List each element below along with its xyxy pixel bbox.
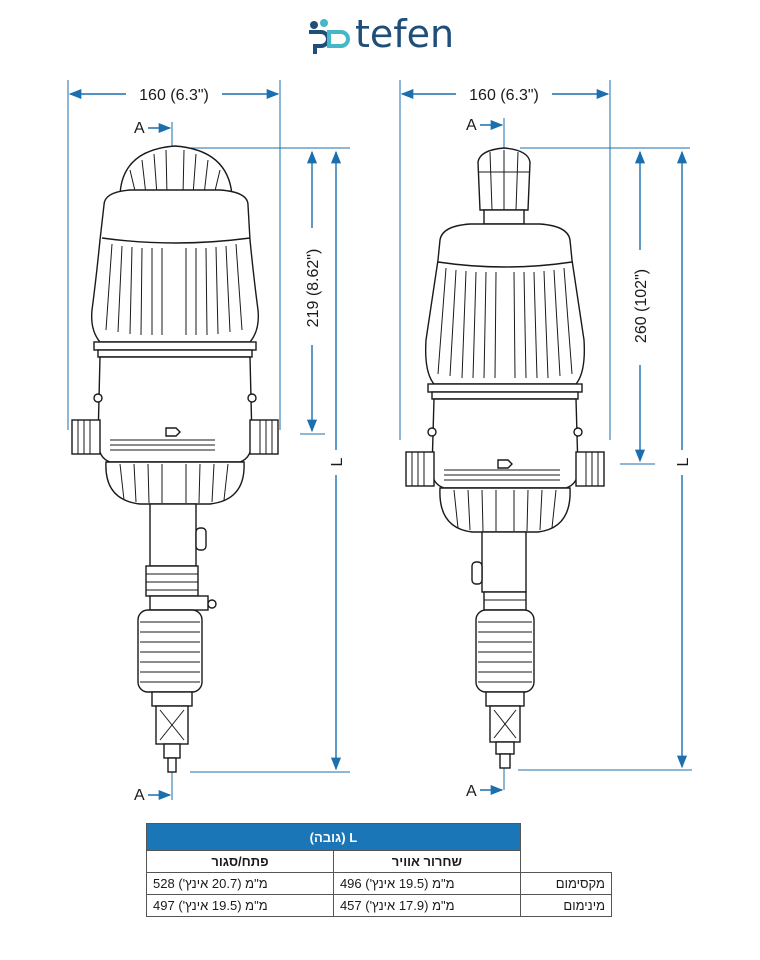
left-section-a-bottom: A [134, 787, 145, 804]
row-label-min: מינימום [519, 894, 613, 917]
right-width-label: 160 (6.3") [469, 87, 539, 104]
column-header-air-release: שחרור אוויר [332, 850, 521, 873]
logo-mark-icon [309, 19, 350, 54]
left-section-a-top: A [134, 120, 145, 137]
table-row: מינימום 457 מ"מ (17.9 אינץ') 497 מ"מ (19… [146, 894, 613, 917]
row-label-max: מקסימום [519, 872, 613, 895]
right-section-a-bottom: A [466, 783, 477, 800]
length-spec-table: L (גובה) שחרור אוויר פתח/סגור מקסימום 49… [146, 823, 613, 917]
right-pump-view: 160 (6.3") A 260 (102") L A [399, 80, 692, 800]
left-length-label: L [329, 457, 346, 466]
left-pump-view: 160 (6.3") A 219 (8.62") L A [67, 80, 350, 804]
cell-min-air-release: 457 מ"מ (17.9 אינץ') [332, 894, 521, 917]
right-section-a-top: A [466, 117, 477, 134]
table-title: L (גובה) [146, 823, 521, 851]
brand-logo: tefen [305, 12, 465, 60]
cell-min-open-close: 497 מ"מ (19.5 אינץ') [146, 894, 334, 917]
table-row: מקסימום 496 מ"מ (19.5 אינץ') 528 מ"מ (20… [146, 872, 613, 895]
left-width-label: 160 (6.3") [139, 87, 209, 104]
technical-drawing: 160 (6.3") A 219 (8.62") L A [67, 80, 692, 804]
right-length-label: L [675, 457, 692, 466]
cell-max-air-release: 496 מ"מ (19.5 אינץ') [332, 872, 521, 895]
column-header-open-close: פתח/סגור [146, 850, 334, 873]
logo-text: tefen [355, 12, 455, 56]
left-height-label: 219 (8.62") [305, 249, 322, 328]
right-height-label: 260 (102") [633, 269, 650, 343]
cell-max-open-close: 528 מ"מ (20.7 אינץ') [146, 872, 334, 895]
